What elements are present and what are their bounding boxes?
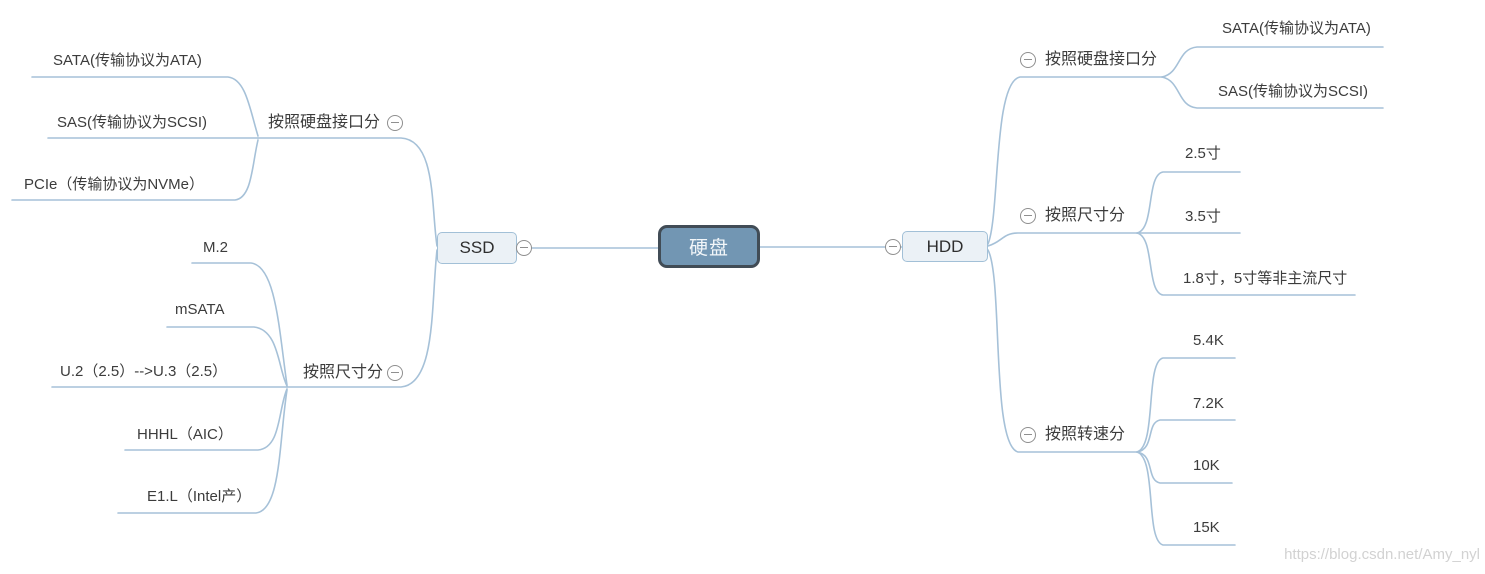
branch-line (987, 76, 1163, 245)
topic-ssd-sas[interactable]: SAS(传输协议为SCSI) (57, 114, 208, 131)
topic-hdd-3-5-inch[interactable]: 3.5寸 (1185, 208, 1221, 225)
topic-ssd-e1l[interactable]: E1.L（Intel产） (147, 488, 252, 505)
branch-line (1136, 451, 1236, 546)
topic-ssd-m2[interactable]: M.2 (203, 239, 229, 256)
branch-line (191, 262, 288, 386)
branch-line (166, 326, 288, 387)
branch-line (1136, 171, 1241, 234)
branch-line (987, 232, 1138, 247)
branch-line (286, 249, 438, 388)
topic-ssd-pcie[interactable]: PCIe（传输协议为NVMe） (24, 176, 205, 193)
branch-line (1136, 451, 1233, 484)
topic-hdd-10k[interactable]: 10K (1193, 457, 1220, 474)
branch-line (124, 388, 288, 451)
topic-hdd-other-sizes[interactable]: 1.8寸，5寸等非主流尺寸 (1183, 270, 1348, 287)
subtopic-hdd-by-speed[interactable]: 按照转速分 (1045, 426, 1126, 443)
topic-hdd-sas[interactable]: SAS(传输协议为SCSI) (1218, 83, 1369, 100)
topic-hdd-2-5-inch[interactable]: 2.5寸 (1185, 145, 1221, 162)
collapse-icon-hdd-speed[interactable] (1020, 427, 1036, 443)
collapse-icon-ssd[interactable] (516, 240, 532, 256)
topic-ssd-sata[interactable]: SATA(传输协议为ATA) (53, 52, 202, 69)
topic-ssd-u2-u3[interactable]: U.2（2.5）-->U.3（2.5） (60, 363, 228, 380)
subtopic-ssd-by-interface[interactable]: 按照硬盘接口分 (268, 114, 381, 131)
topic-hdd-7-2k[interactable]: 7.2K (1193, 395, 1224, 412)
csdn-watermark: https://blog.csdn.net/Amy_nyl (1284, 546, 1480, 563)
branch-line (1161, 76, 1384, 109)
branch-line (1136, 232, 1356, 296)
collapse-icon-ssd-interface[interactable] (387, 115, 403, 131)
topic-ssd-msata[interactable]: mSATA (175, 301, 225, 318)
topic-hdd-sata[interactable]: SATA(传输协议为ATA) (1222, 20, 1371, 37)
collapse-icon-hdd-size[interactable] (1020, 208, 1036, 224)
branch-line (1136, 419, 1236, 453)
branch-topic-ssd[interactable]: SSD (437, 232, 517, 264)
topic-hdd-5-4k[interactable]: 5.4K (1193, 332, 1224, 349)
subtopic-hdd-by-interface[interactable]: 按照硬盘接口分 (1045, 51, 1158, 68)
collapse-icon-hdd[interactable] (885, 239, 901, 255)
subtopic-hdd-by-size[interactable]: 按照尺寸分 (1045, 207, 1126, 224)
branch-line (11, 139, 259, 201)
branch-topic-hdd[interactable]: HDD (902, 231, 988, 262)
topic-hdd-15k[interactable]: 15K (1193, 519, 1220, 536)
branch-line (1161, 46, 1384, 78)
branch-line (987, 249, 1138, 453)
topic-ssd-hhhl[interactable]: HHHL（AIC） (137, 426, 233, 443)
branch-line (31, 76, 259, 137)
subtopic-ssd-by-size[interactable]: 按照尺寸分 (303, 364, 384, 381)
branch-line (1136, 357, 1236, 453)
collapse-icon-ssd-size[interactable] (387, 365, 403, 381)
collapse-icon-hdd-interface[interactable] (1020, 52, 1036, 68)
branch-line (117, 389, 288, 514)
root-topic-hard-disk[interactable]: 硬盘 (658, 225, 760, 268)
branch-line (257, 137, 438, 247)
